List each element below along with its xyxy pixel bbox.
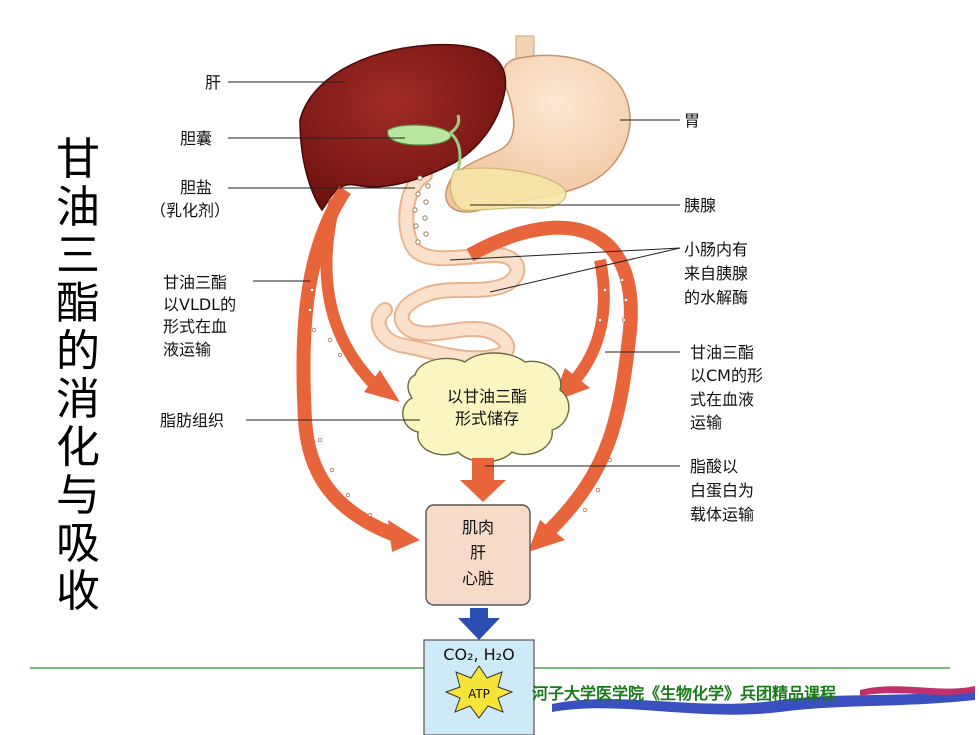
atp-products: CO₂, H₂O xyxy=(443,645,514,664)
tissue-muscle: 肌肉 xyxy=(462,518,494,537)
decorative-brush-stroke-red xyxy=(860,686,975,696)
left-leaders xyxy=(228,81,420,421)
pancreas xyxy=(449,167,567,211)
atp-burst xyxy=(444,665,514,719)
label-adipose: 脂肪组织 xyxy=(160,411,224,430)
title-char: 的 xyxy=(56,326,100,377)
label-fa-1: 脂酸以 xyxy=(690,457,738,476)
label-cm-3: 式在血液 xyxy=(690,390,754,409)
title-char: 消 xyxy=(56,374,100,425)
label-vldl-3: 形式在血 xyxy=(163,317,227,336)
right-leaders xyxy=(449,119,681,467)
label-stomach: 胃 xyxy=(684,111,700,130)
arrow-cm-to-tissue xyxy=(466,220,638,535)
arrowhead-vldl-tissue xyxy=(388,520,420,552)
arrow-oxidation-stem xyxy=(470,608,488,620)
title-char: 与 xyxy=(56,470,100,521)
arrow-storage-down xyxy=(472,458,494,480)
label-fa-2: 白蛋白为 xyxy=(690,481,754,500)
label-fa-3: 载体运输 xyxy=(690,505,754,524)
label-gallbladder: 胆囊 xyxy=(180,129,212,148)
tissue-liver: 肝 xyxy=(470,543,486,562)
arrowhead-oxidation xyxy=(458,618,500,640)
label-liver: 肝 xyxy=(205,73,221,92)
label-cm-4: 运输 xyxy=(690,413,722,432)
title-char: 甘 xyxy=(56,134,100,185)
label-vldl-4: 液运输 xyxy=(163,340,211,359)
title-char: 化 xyxy=(56,422,100,473)
lipoprotein-dots xyxy=(307,277,629,518)
label-vldl-2: 以VLDL的 xyxy=(163,295,236,314)
arrow-vldl-to-storage xyxy=(320,198,380,390)
label-pancreas: 胰腺 xyxy=(684,196,716,215)
arrowhead-storage-down xyxy=(460,480,506,502)
label-cm-1: 甘油三酯 xyxy=(690,343,754,362)
arrowhead-vldl-storage xyxy=(364,370,400,402)
label-cm-2: 以CM的形 xyxy=(690,366,763,385)
tissue-box xyxy=(425,504,531,606)
label-enzyme-1: 小肠内有 xyxy=(684,240,748,259)
decorative-brush-stroke xyxy=(552,690,975,715)
label-emulsifier: （乳化剂） xyxy=(150,201,230,220)
tissue-heart: 心脏 xyxy=(462,569,494,588)
storage-text-1: 以甘油三酯 xyxy=(447,387,527,406)
arrowhead-cm-tissue xyxy=(528,520,565,552)
title-char: 收 xyxy=(56,566,100,617)
bile-salt-dots xyxy=(412,175,431,245)
course-footer: 河子大学医学院《生物化学》兵团精品课程 xyxy=(532,684,837,703)
bile-duct xyxy=(449,114,462,171)
title-char: 油 xyxy=(56,182,100,233)
title-char: 三 xyxy=(56,230,100,281)
gallbladder xyxy=(387,124,452,146)
small-intestine xyxy=(370,167,526,367)
arrow-cm-to-storage xyxy=(570,258,610,384)
label-enzyme-3: 的水解酶 xyxy=(684,288,748,307)
atp-label: ATP xyxy=(468,687,490,701)
title-char: 酯 xyxy=(56,278,100,329)
storage-cloud xyxy=(402,352,570,463)
storage-text-2: 形式储存 xyxy=(455,409,519,428)
label-vldl-1: 甘油三酯 xyxy=(163,273,227,292)
label-bile-salt: 胆盐 xyxy=(180,178,212,197)
page-title: 甘 油 三 酯 的 消 化 与 吸 收 xyxy=(52,136,104,616)
label-enzyme-2: 来自胰腺 xyxy=(684,264,748,283)
arrow-vldl-to-tissue xyxy=(296,186,398,542)
title-char: 吸 xyxy=(56,518,100,569)
